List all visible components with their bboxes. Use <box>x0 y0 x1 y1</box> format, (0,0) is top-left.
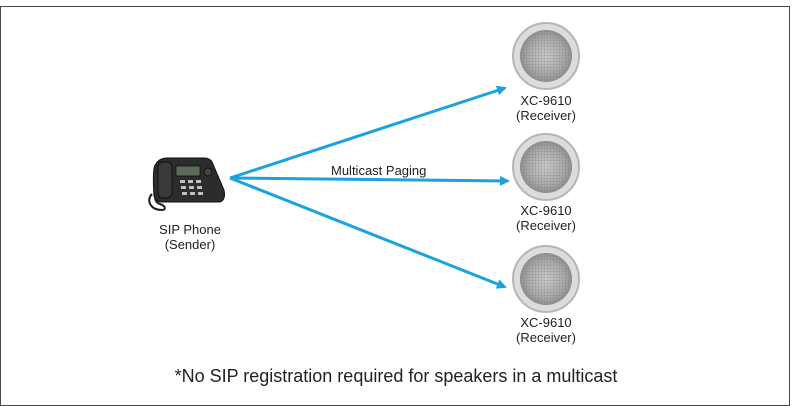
speaker-icon-2 <box>512 133 580 201</box>
sip-phone-icon <box>148 157 225 212</box>
arrow-to-receiver-3 <box>229 176 507 289</box>
sender-name: SIP Phone <box>159 222 221 237</box>
footnote: *No SIP registration required for speake… <box>174 366 618 386</box>
receiver-label-3: XC-9610 (Receiver) <box>496 315 596 345</box>
receiver-label-2: XC-9610 (Receiver) <box>496 203 596 233</box>
receiver-model: XC-9610 <box>520 93 572 108</box>
receiver-role: (Receiver) <box>516 108 576 123</box>
sender-role: (Sender) <box>164 237 216 252</box>
receiver-model: XC-9610 <box>520 315 572 330</box>
receiver-label-1: XC-9610 (Receiver) <box>496 93 596 123</box>
edge-label: Multicast Paging <box>331 163 427 178</box>
speaker-icon-1 <box>512 22 580 90</box>
receiver-role: (Receiver) <box>516 330 576 345</box>
arrow-to-receiver-1 <box>229 85 507 180</box>
sender-label: SIP Phone (Sender) <box>130 222 250 252</box>
arrow-to-receiver-2 <box>229 175 510 186</box>
receiver-model: XC-9610 <box>520 203 572 218</box>
speaker-icon-3 <box>512 245 580 313</box>
multicast-diagram <box>148 22 580 313</box>
receiver-role: (Receiver) <box>516 218 576 233</box>
